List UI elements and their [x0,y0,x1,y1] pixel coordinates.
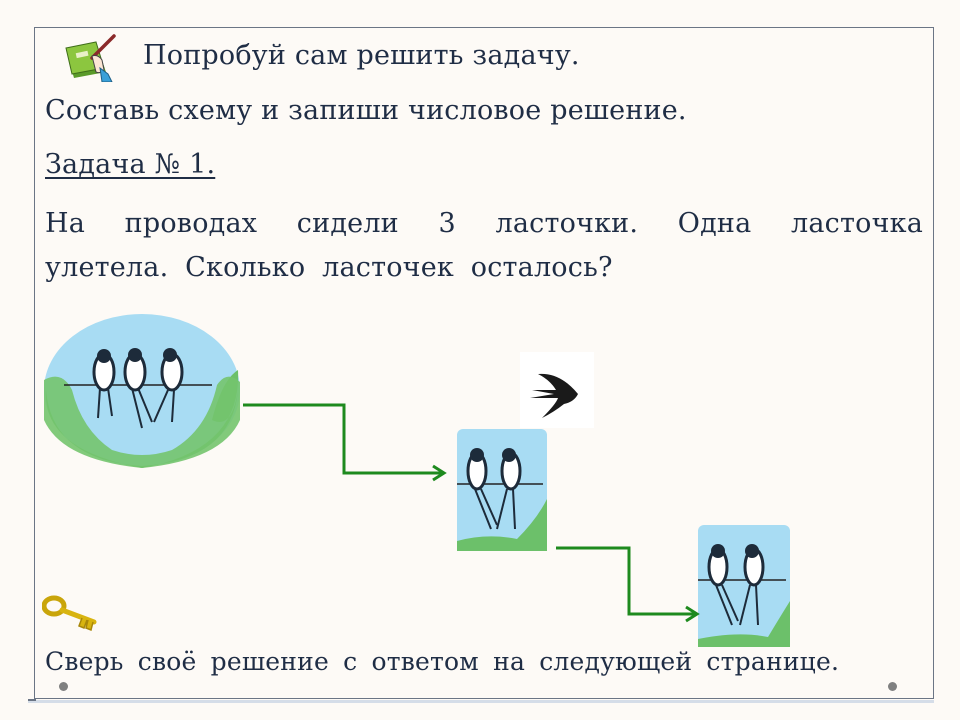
flying-swallow-image [520,352,594,428]
two-swallows-image [457,429,547,551]
book-pencil-icon [65,34,116,82]
swallow [92,349,116,419]
key-icon [42,595,97,632]
swallow [123,348,153,429]
three-swallows-image [44,314,240,468]
footer-text: Сверь своё решение с ответом на следующе… [45,647,840,676]
frame-corner [28,699,36,701]
corner-dot-left [59,682,68,691]
swallow [153,348,184,423]
slide-frame [34,27,934,699]
frame-shadow [28,700,934,703]
task-label: Задача № 1. [45,149,216,180]
result-swallows-image [698,525,790,647]
corner-dot-right [888,682,897,691]
instruction-text: Составь схему и запиши числовое решение. [45,95,687,126]
problem-text: На проводах сидели 3 ласточки. Одна ласт… [45,208,923,283]
slide-heading: Попробуй сам решить задачу. [143,40,580,71]
